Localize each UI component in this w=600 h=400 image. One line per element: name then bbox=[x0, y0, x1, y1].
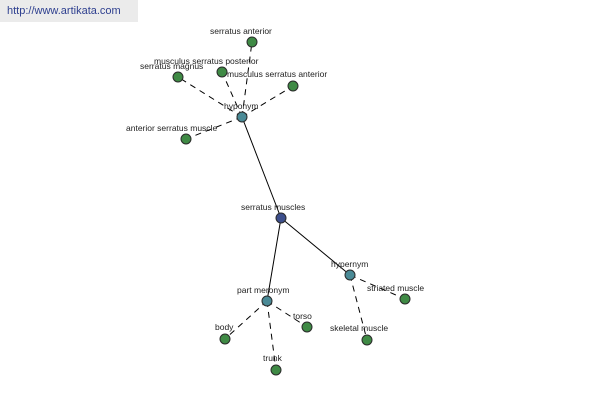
node-label-trunk: trunk bbox=[263, 353, 283, 363]
node-musculus-serratus-posterior[interactable] bbox=[216, 66, 228, 78]
node-label-serratus-muscles: serratus muscles bbox=[241, 202, 305, 212]
edge-hyponym-to-musculus-serratus-anterior bbox=[241, 85, 294, 118]
edge-hyponym-to-musculus-serratus-posterior bbox=[221, 71, 243, 118]
node-label-body: body bbox=[215, 322, 234, 332]
edge-hyponym-to-serratus-magnus bbox=[177, 76, 243, 118]
node-trunk[interactable] bbox=[270, 364, 282, 376]
node-label-striated-muscle: striated muscle bbox=[367, 283, 424, 293]
edge-hyponym-to-serratus-anterior bbox=[241, 41, 253, 118]
node-torso[interactable] bbox=[301, 321, 313, 333]
edge-part-meronym-to-torso bbox=[266, 300, 308, 328]
node-label-hyponym: hyponym bbox=[224, 101, 259, 111]
node-label-musculus-serratus-posterior: musculus serratus posterior bbox=[154, 56, 259, 66]
node-label-skeletal-muscle: skeletal muscle bbox=[330, 323, 388, 333]
node-label-serratus-anterior: serratus anterior bbox=[210, 26, 272, 36]
edge-part-meronym-to-body bbox=[224, 300, 268, 340]
node-serratus-magnus[interactable] bbox=[172, 71, 184, 83]
node-label-torso: torso bbox=[293, 311, 312, 321]
node-label-hypernym: hypernym bbox=[331, 259, 368, 269]
graph-nodes bbox=[172, 36, 411, 376]
edge-serratus-muscles-to-hypernym bbox=[280, 217, 351, 276]
node-label-serratus-magnus: serratus magnus bbox=[140, 61, 203, 71]
graph-edges bbox=[177, 41, 406, 371]
edge-serratus-muscles-to-part-meronym bbox=[266, 217, 282, 302]
node-anterior-serratus-muscle[interactable] bbox=[180, 133, 192, 145]
edge-part-meronym-to-trunk bbox=[266, 300, 277, 371]
node-serratus-muscles[interactable] bbox=[275, 212, 287, 224]
node-label-part-meronym: part meronym bbox=[237, 285, 289, 295]
node-musculus-serratus-anterior[interactable] bbox=[287, 80, 299, 92]
node-body[interactable] bbox=[219, 333, 231, 345]
node-label-musculus-serratus-anterior: musculus serratus anterior bbox=[227, 69, 327, 79]
node-label-anterior-serratus-muscle: anterior serratus muscle bbox=[126, 123, 217, 133]
node-part-meronym[interactable] bbox=[261, 295, 273, 307]
node-hyponym[interactable] bbox=[236, 111, 248, 123]
node-skeletal-muscle[interactable] bbox=[361, 334, 373, 346]
watermark-url: http://www.artikata.com bbox=[0, 0, 138, 22]
node-striated-muscle[interactable] bbox=[399, 293, 411, 305]
edge-serratus-muscles-to-hyponym bbox=[241, 116, 282, 219]
graph-labels: serratus muscles hyponym hypernym part mero… bbox=[126, 26, 424, 363]
edge-hypernym-to-skeletal-muscle bbox=[349, 274, 368, 341]
node-hypernym[interactable] bbox=[344, 269, 356, 281]
node-serratus-anterior[interactable] bbox=[246, 36, 258, 48]
